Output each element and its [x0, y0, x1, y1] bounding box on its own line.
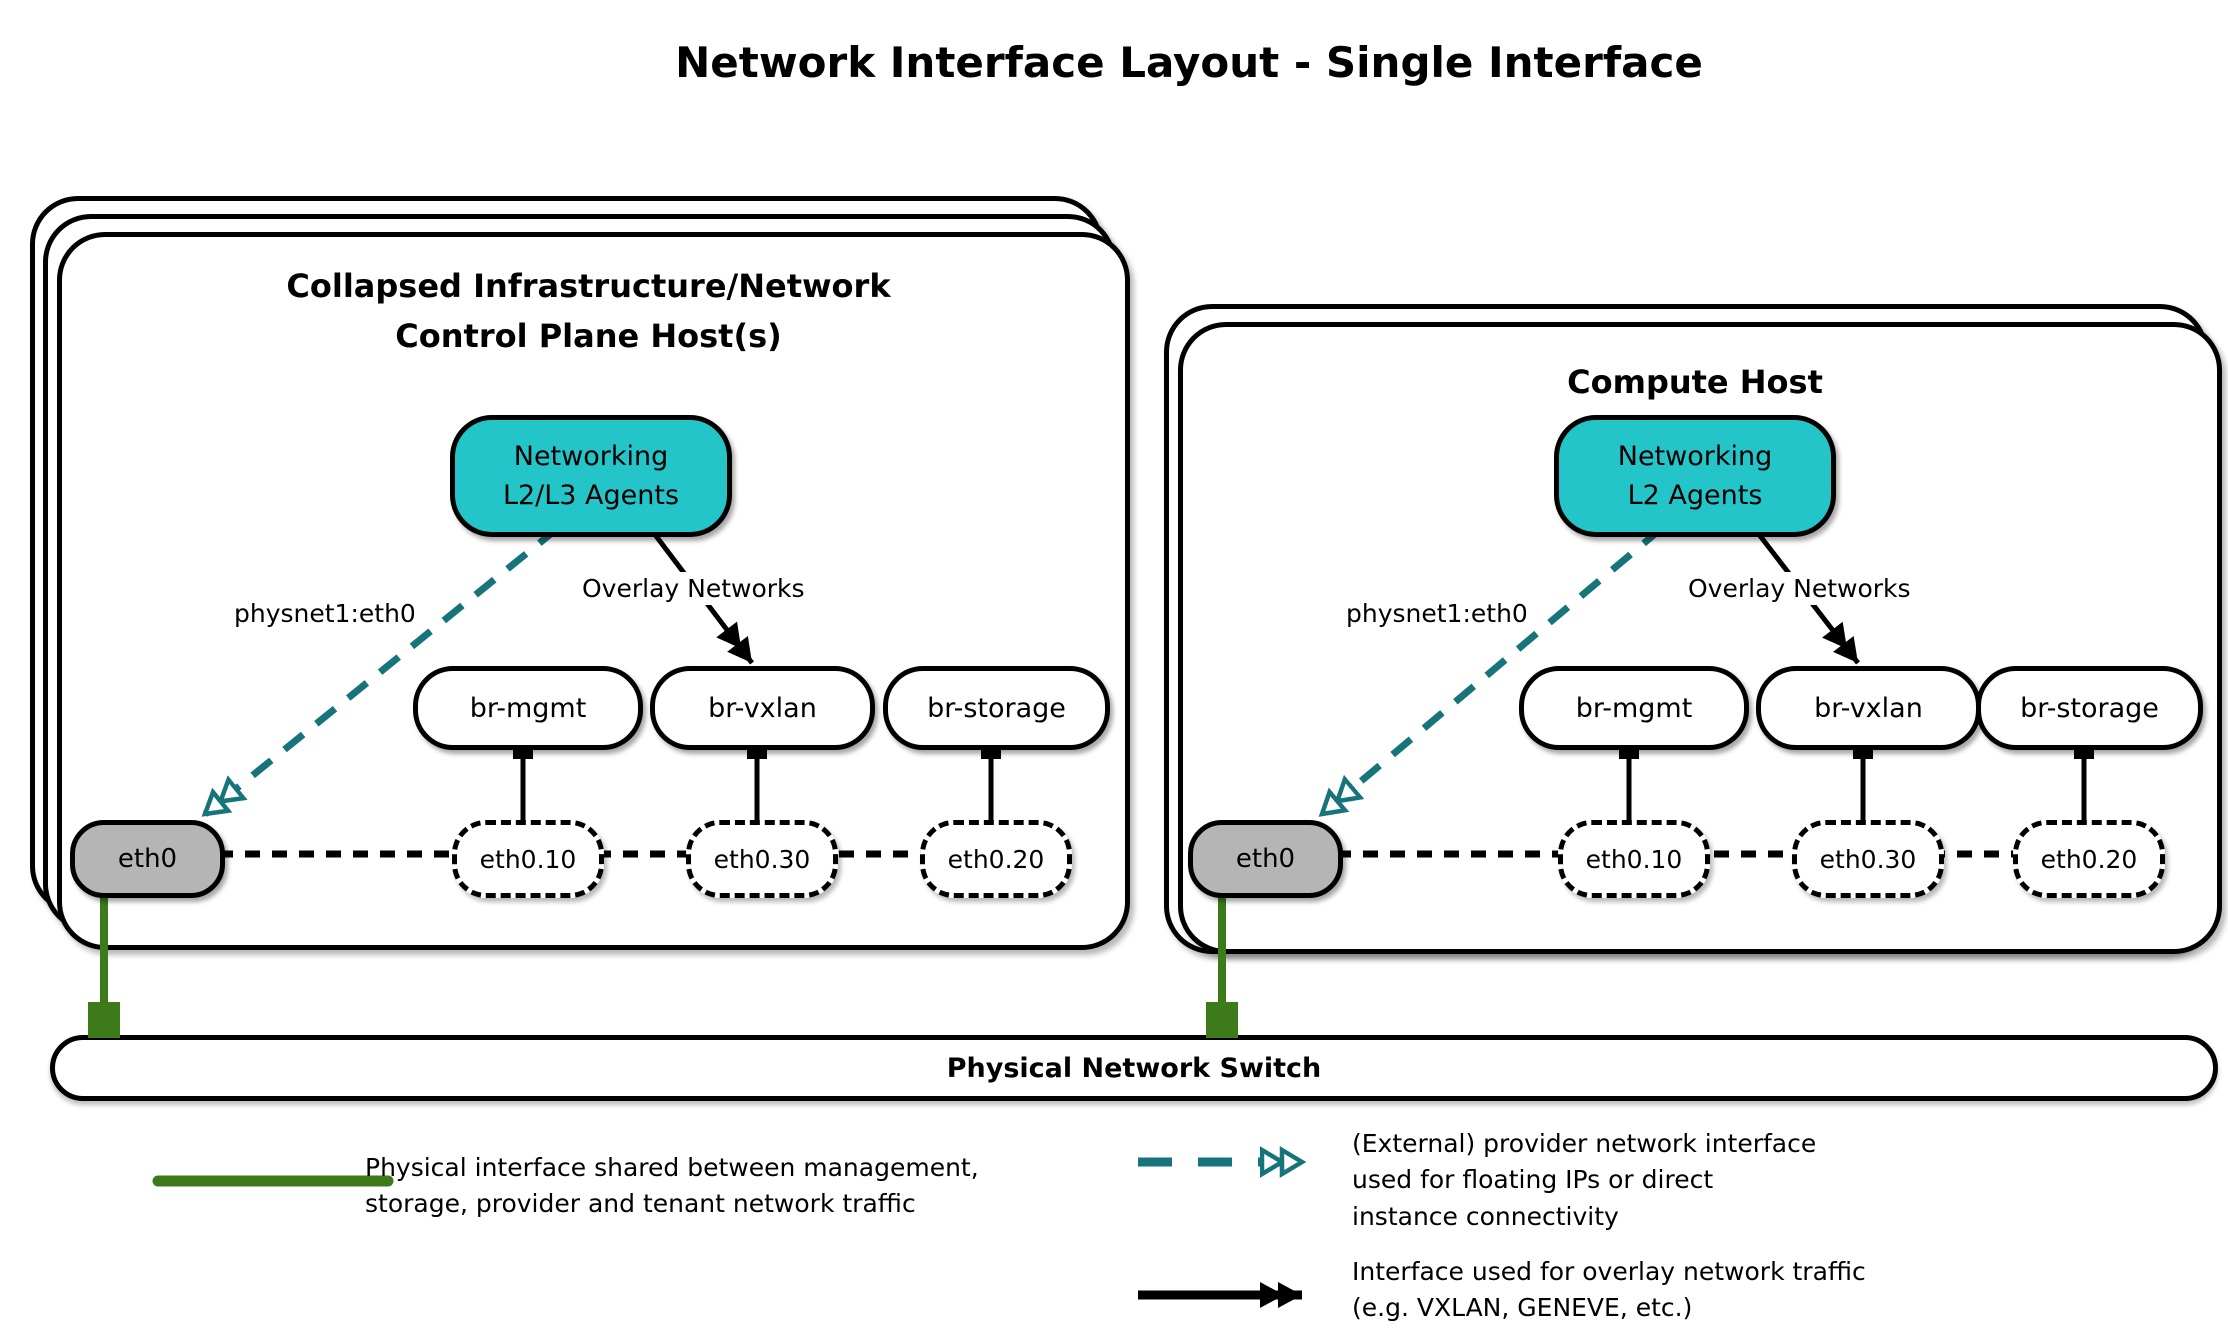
diagram-title: Network Interface Layout - Single Interf…: [675, 38, 1703, 87]
edge-label-overlay-left: Overlay Networks: [576, 572, 811, 605]
interface-node-eth0-right: eth0: [1188, 820, 1343, 898]
agent-label-line2: L2/L3 Agents: [502, 480, 680, 511]
compute-host-title-line1: Compute Host: [1567, 363, 1823, 401]
networking-agents-node-right: Networking L2 Agents: [1554, 415, 1836, 537]
interface-node-eth0-20-left: eth0.20: [920, 820, 1072, 898]
bridge-node-br-vxlan-right: br-vxlan: [1756, 666, 1981, 750]
legend-overlay-text: Interface used for overlay network traff…: [1352, 1254, 1866, 1327]
provider-network-arrow-left: [205, 525, 561, 814]
physical-network-switch: Physical Network Switch: [50, 1035, 2218, 1101]
legend-overlay-line1: Interface used for overlay network traff…: [1352, 1257, 1866, 1286]
legend-provider-line2: used for floating IPs or direct: [1352, 1165, 1714, 1195]
legend-provider-line1: (External) provider network interface: [1352, 1129, 1817, 1158]
control-host-title: Collapsed Infrastructure/Network Control…: [57, 262, 1120, 361]
interface-node-eth0-30-left: eth0.30: [686, 820, 838, 898]
interface-node-eth0-10-left: eth0.10: [452, 820, 604, 898]
interface-node-eth0-10-right: eth0.10: [1558, 820, 1710, 898]
edge-label-overlay-right: Overlay Networks: [1682, 572, 1917, 605]
interface-node-eth0-30-right: eth0.30: [1792, 820, 1944, 898]
networking-agents-node-left: Networking L2/L3 Agents: [450, 415, 732, 537]
control-host-title-line2: Control Plane Host(s): [395, 316, 782, 355]
legend-provider-text: (External) provider network interface us…: [1352, 1126, 1816, 1235]
bridge-node-br-mgmt-left: br-mgmt: [413, 666, 643, 750]
legend-overlay-line2: (e.g. VXLAN, GENEVE, etc.): [1352, 1293, 1693, 1323]
provider-network-arrow-right: [1322, 525, 1665, 814]
edge-label-physnet-left: physnet1:eth0: [228, 597, 422, 630]
interface-node-eth0-20-right: eth0.20: [2013, 820, 2165, 898]
bridge-node-br-storage-right: br-storage: [1976, 666, 2203, 750]
switch-connector-right: [1206, 1002, 1238, 1038]
interface-node-eth0-left: eth0: [70, 820, 225, 898]
legend-provider-line3: instance connectivity: [1352, 1201, 1619, 1231]
bridge-node-br-storage-left: br-storage: [883, 666, 1110, 750]
bridge-node-br-vxlan-left: br-vxlan: [650, 666, 875, 750]
switch-connector-left: [88, 1002, 120, 1038]
legend-physical-line2: storage, provider and tenant network tra…: [365, 1189, 916, 1219]
edge-label-physnet-right: physnet1:eth0: [1340, 597, 1534, 630]
control-host-title-line1: Collapsed Infrastructure/Network: [286, 267, 891, 305]
legend-physical-text: Physical interface shared between manage…: [365, 1150, 979, 1223]
legend-physical-line1: Physical interface shared between manage…: [365, 1153, 979, 1182]
agent-label-line1: Networking: [513, 440, 669, 472]
compute-host-title: Compute Host: [1178, 358, 2212, 408]
bridge-node-br-mgmt-right: br-mgmt: [1519, 666, 1749, 750]
agent-label-line1: Networking: [1617, 440, 1773, 472]
agent-label-line2: L2 Agents: [1627, 480, 1763, 511]
